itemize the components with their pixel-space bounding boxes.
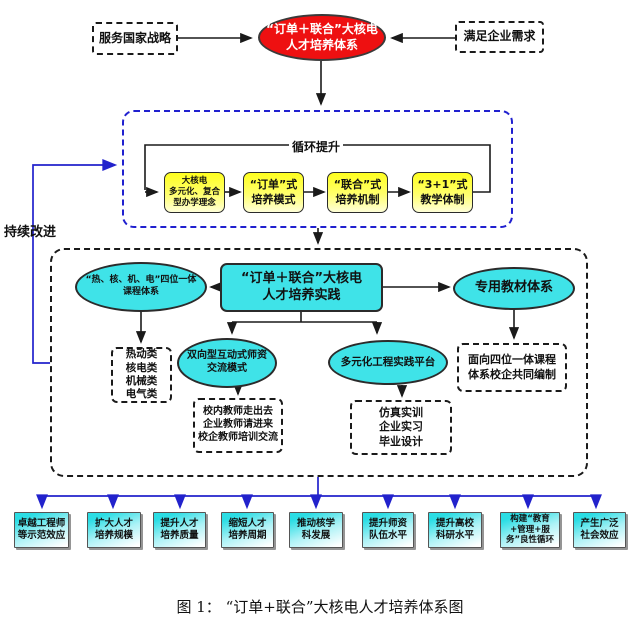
- outcome-box-2: 扩大人才 培养规模: [87, 512, 141, 548]
- practice-platform-ellipse: 多元化工程实践平台: [328, 340, 448, 385]
- outcome-box-6: 提升师资 队伍水平: [362, 512, 414, 548]
- teacher-detail-box: 校内教师走出去 企业教师请进来 校企教师培训交流: [193, 398, 283, 453]
- cycle-loop-label: 循环提升: [289, 138, 344, 155]
- textbook-system-ellipse: 专用教材体系: [453, 267, 575, 310]
- practice-detail-box: 仿真实训 企业实习 毕业设计: [350, 400, 452, 455]
- course-categories-box: 热动类 核电类 机械类 电气类: [111, 347, 172, 403]
- enterprise-demand-box: 满足企业需求: [455, 21, 544, 53]
- outcome-box-4: 缩短人才 培养周期: [221, 512, 274, 548]
- joint-mechanism-box: “联合”式 培养机制: [327, 172, 388, 213]
- continuous-improvement-label: 持续改进: [4, 225, 57, 240]
- outcome-box-7: 提升高校 科研水平: [428, 512, 482, 548]
- education-concept-box: 大核电 多元化、复合 型办学理念: [164, 172, 225, 213]
- training-system-ellipse: “订单＋联合”大核电 人才培养体系: [258, 14, 386, 61]
- national-strategy-box: 服务国家战略: [92, 22, 178, 55]
- outcome-box-8: 构建“教育 +管理+服 务”良性循环: [500, 512, 560, 548]
- three-plus-one-box: “3+1”式 教学体制: [412, 172, 473, 213]
- outcome-box-1: 卓越工程师 等示范效应: [14, 512, 69, 548]
- practice-container: [50, 248, 588, 477]
- cycle-container: [122, 110, 513, 228]
- outcome-box-9: 产生广泛 社会效应: [573, 512, 626, 548]
- figure-caption: 图 1： “订单+联合”大核电人才培养体系图: [176, 598, 464, 616]
- order-mode-box: “订单”式 培养模式: [243, 172, 304, 213]
- teacher-exchange-ellipse: 双向型互动式师资 交流模式: [177, 338, 277, 388]
- outcome-box-5: 推动核学 科发展: [289, 512, 343, 548]
- course-system-ellipse: “热、核、机、电”四位一体 课程体系: [75, 262, 207, 312]
- outcome-box-3: 提升人才 培养质量: [153, 512, 206, 548]
- textbook-compile-box: 面向四位一体课程 体系校企共同编制: [457, 343, 567, 392]
- talent-practice-box: “订单＋联合”大核电 人才培养实践: [220, 263, 383, 312]
